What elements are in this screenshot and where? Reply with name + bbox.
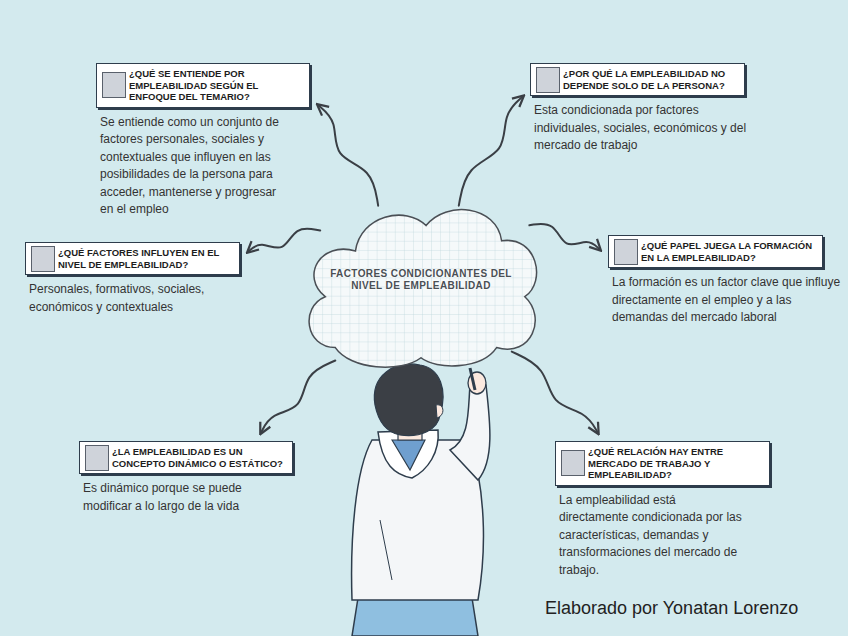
question-node: ¿QUÉ RELACIÓN HAY ENTRE MERCADO DE TRABA… xyxy=(555,441,770,579)
question-heading: ¿QUÉ SE ENTIENDE POR EMPLEABILIDAD SEGÚN… xyxy=(129,68,303,103)
answer-text: La formación es un factor clave que infl… xyxy=(612,274,847,327)
question-node: ¿POR QUÉ LA EMPLEABILIDAD NO DEPENDE SOL… xyxy=(530,63,745,155)
question-box: ¿QUÉ RELACIÓN HAY ENTRE MERCADO DE TRABA… xyxy=(555,441,770,486)
question-node: ¿QUÉ SE ENTIENDE POR EMPLEABILIDAD SEGÚN… xyxy=(96,63,310,219)
curved-arrow xyxy=(529,224,600,250)
question-box: ¿QUÉ FACTORES INFLUYEN EN EL NIVEL DE EM… xyxy=(25,242,240,275)
question-heading: ¿QUÉ RELACIÓN HAY ENTRE MERCADO DE TRABA… xyxy=(588,446,763,481)
hoodie-fold xyxy=(380,520,392,580)
curved-arrow xyxy=(248,229,320,252)
icon-square xyxy=(31,246,55,272)
curved-arrow xyxy=(318,105,378,206)
question-box: ¿LA EMPLEABILIDAD ES UN CONCEPTO DINÁMIC… xyxy=(79,441,293,474)
curved-arrow xyxy=(261,361,335,433)
author-credit: Elaborado por Yonatan Lorenzo xyxy=(545,598,798,619)
cloud-outline xyxy=(309,210,536,368)
icon-square xyxy=(614,239,638,265)
ear xyxy=(436,405,443,418)
question-box: ¿QUÉ PAPEL JUEGA LA FORMACIÓN EN LA EMPL… xyxy=(608,235,823,268)
question-node: ¿QUÉ PAPEL JUEGA LA FORMACIÓN EN LA EMPL… xyxy=(608,235,823,327)
hair xyxy=(374,364,443,436)
answer-text: Esta condicionada por factores individua… xyxy=(534,102,749,155)
question-box: ¿QUÉ SE ENTIENDE POR EMPLEABILIDAD SEGÚN… xyxy=(96,63,310,108)
answer-text: Se entiende como un conjunto de factores… xyxy=(100,114,290,219)
person-figure xyxy=(352,364,490,636)
answer-text: Es dinámico porque se puede modificar a … xyxy=(83,480,283,515)
question-heading: ¿LA EMPLEABILIDAD ES UN CONCEPTO DINÁMIC… xyxy=(112,446,286,469)
question-heading: ¿QUÉ PAPEL JUEGA LA FORMACIÓN EN LA EMPL… xyxy=(641,240,816,263)
question-node: ¿LA EMPLEABILIDAD ES UN CONCEPTO DINÁMIC… xyxy=(79,441,293,515)
answer-text: La empleabilidad está directamente condi… xyxy=(559,492,744,580)
icon-square xyxy=(102,72,126,98)
central-title: FACTORES CONDICIONANTES DEL NIVEL DE EMP… xyxy=(325,268,517,292)
cloud-node: FACTORES CONDICIONANTES DEL NIVEL DE EMP… xyxy=(295,195,547,373)
shirt-collar xyxy=(392,440,425,470)
pants xyxy=(352,598,478,636)
icon-square xyxy=(85,445,109,471)
curved-arrow xyxy=(459,96,523,205)
answer-text: Personales, formativos, sociales, económ… xyxy=(29,281,234,316)
curved-arrow xyxy=(512,352,598,433)
icon-square xyxy=(536,67,560,93)
question-heading: ¿QUÉ FACTORES INFLUYEN EN EL NIVEL DE EM… xyxy=(58,247,233,270)
icon-square xyxy=(561,450,585,476)
question-node: ¿QUÉ FACTORES INFLUYEN EN EL NIVEL DE EM… xyxy=(25,242,240,316)
pen xyxy=(470,368,475,390)
raised-arm xyxy=(450,385,490,480)
question-heading: ¿POR QUÉ LA EMPLEABILIDAD NO DEPENDE SOL… xyxy=(563,68,738,91)
question-box: ¿POR QUÉ LA EMPLEABILIDAD NO DEPENDE SOL… xyxy=(530,63,745,96)
